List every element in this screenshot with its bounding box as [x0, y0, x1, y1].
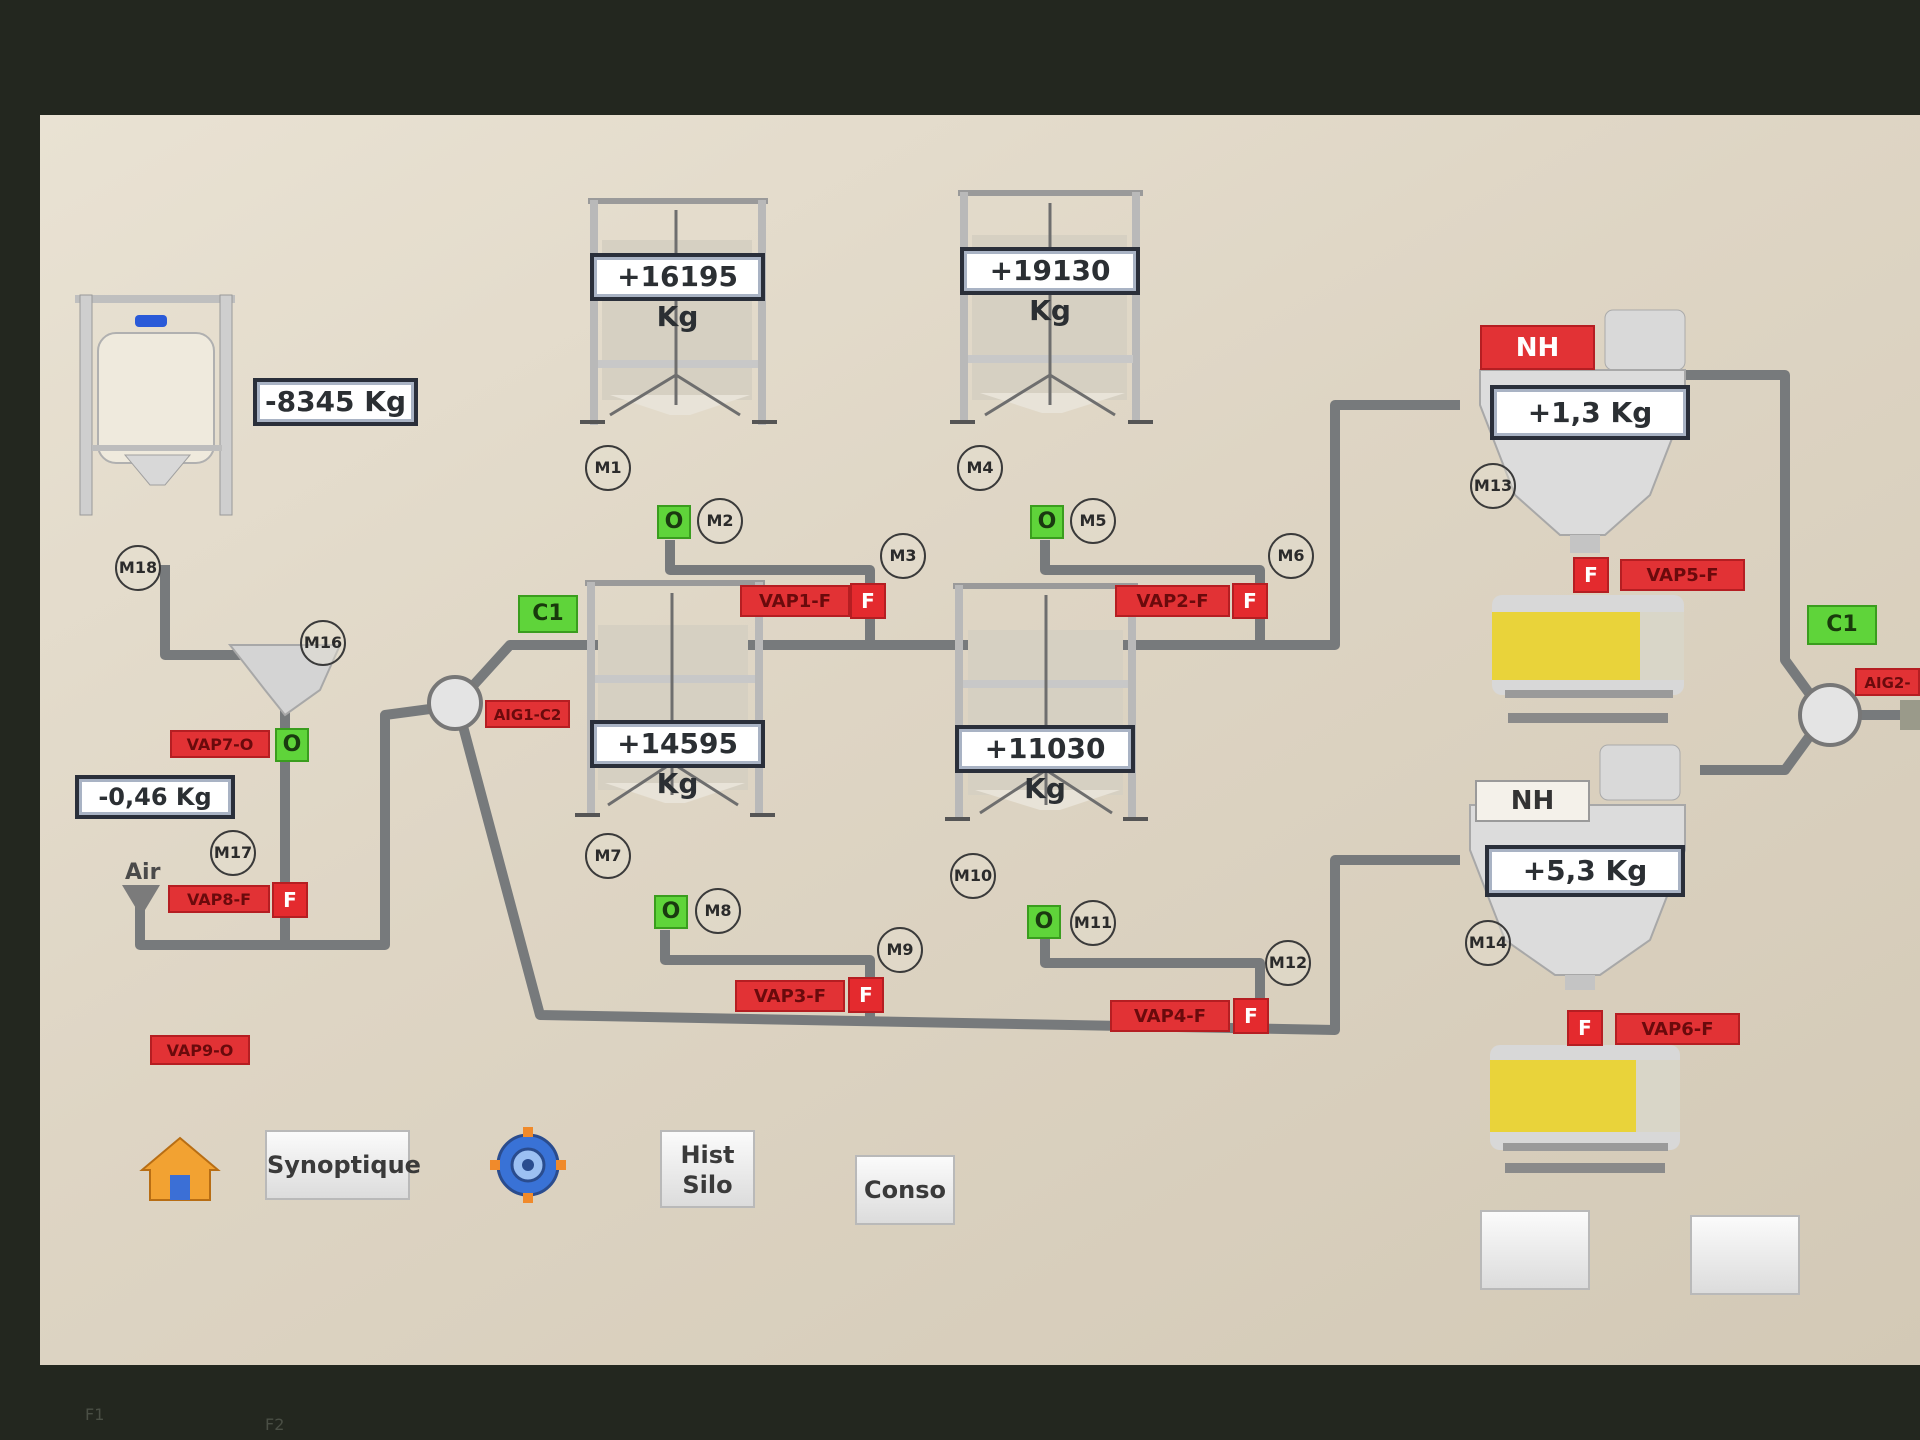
air-intake-drawing	[122, 885, 160, 910]
synoptique-button[interactable]: Synoptique	[265, 1130, 421, 1200]
vap7-status-button[interactable]: O	[275, 728, 309, 762]
pipe-bottom-line	[455, 713, 1460, 1035]
silo2-weight: +19130 Kg	[960, 247, 1140, 327]
small-silo-drawing	[75, 294, 235, 516]
motor-m6[interactable]: M6	[1268, 533, 1314, 579]
air-label: Air	[125, 860, 161, 885]
vap2-status-button[interactable]: F	[1232, 583, 1268, 619]
vap1-status-button[interactable]: F	[850, 583, 886, 619]
pipe-top-line	[456, 400, 1460, 704]
silo3-open-button[interactable]: O	[654, 895, 688, 929]
diverter-aig2	[1798, 683, 1862, 747]
silo3-weight: +14595 Kg	[590, 720, 765, 800]
nh-label-scale1[interactable]: NH	[1480, 325, 1595, 370]
diverter-aig1	[427, 675, 483, 731]
scale2-weight: +5,3 Kg	[1485, 845, 1685, 897]
silo1-weight: +16195 Kg	[590, 253, 765, 333]
vap6-status-button[interactable]: F	[1567, 1010, 1603, 1046]
silo1-open-button[interactable]: O	[657, 505, 691, 539]
pipe-silo4	[1040, 935, 1265, 1027]
motor-m14[interactable]: M14	[1465, 920, 1511, 966]
nh-label-scale2[interactable]: NH	[1475, 780, 1590, 822]
vap2-label[interactable]: VAP2-F	[1115, 585, 1230, 617]
motor-m16[interactable]: M16	[300, 620, 346, 666]
motor-m5[interactable]: M5	[1070, 498, 1116, 544]
hopper-small-weight: -0,46 Kg	[75, 775, 235, 819]
pipe-small-silo	[160, 565, 290, 945]
motor-m4[interactable]: M4	[957, 445, 1003, 491]
vap7-label[interactable]: VAP7-O	[170, 730, 270, 758]
motor-m7[interactable]: M7	[585, 833, 631, 879]
blank-button-2[interactable]	[1690, 1215, 1800, 1295]
vap5-status-button[interactable]: F	[1573, 557, 1609, 593]
silo2-open-button[interactable]: O	[1030, 505, 1064, 539]
f1-key-label: F1	[85, 1405, 105, 1424]
home-icon	[139, 1136, 221, 1201]
silo4-weight: +11030 Kg	[955, 725, 1135, 805]
conso-button[interactable]: Conso	[855, 1155, 955, 1225]
aig2-label[interactable]: AIG2-	[1855, 668, 1920, 696]
motor-m3[interactable]: M3	[880, 533, 926, 579]
diverter-aig2-outlet	[1900, 700, 1920, 730]
motor-m10[interactable]: M10	[950, 853, 996, 899]
vap8-label[interactable]: VAP8-F	[168, 885, 270, 913]
f2-key-label: F2	[265, 1415, 285, 1434]
settings-button[interactable]	[480, 1125, 576, 1205]
hist-silo-label-line1: Hist	[680, 1141, 735, 1169]
small-silo-weight: -8345 Kg	[253, 378, 418, 426]
vap6-label[interactable]: VAP6-F	[1615, 1013, 1740, 1045]
hist-silo-label-line2: Silo	[682, 1171, 733, 1199]
scale1-weight: +1,3 Kg	[1490, 385, 1690, 440]
motor-m11[interactable]: M11	[1070, 900, 1116, 946]
scale1-drawing	[1479, 309, 1686, 723]
vap5-label[interactable]: VAP5-F	[1620, 559, 1745, 591]
vap3-status-button[interactable]: F	[848, 977, 884, 1013]
motor-m1[interactable]: M1	[585, 445, 631, 491]
vap8-status-button[interactable]: F	[272, 882, 308, 918]
vap4-status-button[interactable]: F	[1233, 998, 1269, 1034]
circuit-c1-right[interactable]: C1	[1807, 605, 1877, 645]
gear-icon	[490, 1127, 566, 1203]
motor-m9[interactable]: M9	[877, 927, 923, 973]
vap3-label[interactable]: VAP3-F	[735, 980, 845, 1012]
pipe-air-feed	[135, 700, 461, 950]
circuit-c1-left[interactable]: C1	[518, 595, 578, 633]
hist-silo-button[interactable]: Hist Silo	[660, 1130, 755, 1208]
vap9-label[interactable]: VAP9-O	[150, 1035, 250, 1065]
motor-m18[interactable]: M18	[115, 545, 161, 591]
blank-button-1[interactable]	[1480, 1210, 1590, 1290]
hmi-screen: -8345 Kg +16195 Kg +19130 Kg +14595 Kg +…	[40, 115, 1920, 1365]
pipe-right-loop	[1685, 370, 1830, 775]
silo4-open-button[interactable]: O	[1027, 905, 1061, 939]
motor-m13[interactable]: M13	[1470, 463, 1516, 509]
home-button[interactable]	[110, 1125, 198, 1195]
vap4-label[interactable]: VAP4-F	[1110, 1000, 1230, 1032]
motor-m8[interactable]: M8	[695, 888, 741, 934]
motor-m2[interactable]: M2	[697, 498, 743, 544]
motor-m17[interactable]: M17	[210, 830, 256, 876]
motor-m12[interactable]: M12	[1265, 940, 1311, 986]
aig1-label[interactable]: AIG1-C2	[485, 700, 570, 728]
vap1-label[interactable]: VAP1-F	[740, 585, 850, 617]
